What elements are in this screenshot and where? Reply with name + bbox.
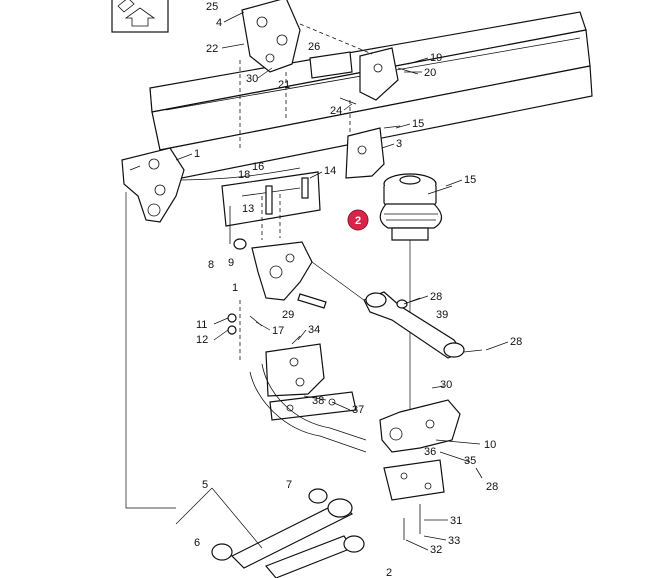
callout-34: 34 <box>308 324 320 336</box>
callout-12: 12 <box>196 334 208 346</box>
callout-1b: 1 <box>232 282 238 294</box>
callout-28c: 28 <box>486 481 498 493</box>
axle-plate-assembly <box>249 343 367 453</box>
center-bracket <box>227 238 373 360</box>
callout-38: 38 <box>312 395 324 407</box>
torque-rod-part-39 <box>363 291 465 359</box>
callout-18: 18 <box>238 169 250 181</box>
callout-13: 13 <box>242 203 254 215</box>
lower-torque-rods <box>125 487 365 578</box>
callout-10: 10 <box>484 439 496 451</box>
callout-2: 2 <box>386 567 392 578</box>
up-arrow-in-box-icon <box>117 0 156 27</box>
callout-3: 3 <box>396 138 402 150</box>
leader-lines <box>175 11 509 551</box>
callout-30b: 30 <box>440 379 452 391</box>
bracket-part-1 <box>121 147 185 500</box>
callout-5: 5 <box>202 479 208 491</box>
callout-24: 24 <box>330 105 342 117</box>
callout-6: 6 <box>194 537 200 549</box>
callout-15b: 15 <box>464 174 476 186</box>
lower-bracket-assembly <box>379 399 481 501</box>
callout-28b: 28 <box>510 336 522 348</box>
callout-labels: 25 4 22 26 30 21 19 20 24 15 3 1 16 18 1… <box>194 1 522 578</box>
callout-33: 33 <box>448 535 460 547</box>
fasteners <box>249 67 483 540</box>
callout-26: 26 <box>308 41 320 53</box>
callout-8: 8 <box>208 259 214 271</box>
callout-29: 29 <box>282 309 294 321</box>
callout-16: 16 <box>252 161 264 173</box>
callout-20: 20 <box>424 67 436 79</box>
callout-32: 32 <box>430 544 442 556</box>
bracket-part-3 <box>345 127 385 179</box>
callout-17: 17 <box>272 325 284 337</box>
callout-19: 19 <box>430 52 442 64</box>
mount-plate <box>221 171 321 244</box>
callout-25: 25 <box>206 1 218 13</box>
callout-14: 14 <box>324 165 336 177</box>
callout-30a: 30 <box>246 73 258 85</box>
callout-28a: 28 <box>430 291 442 303</box>
nav-box[interactable] <box>111 0 169 33</box>
callout-37: 37 <box>352 404 364 416</box>
callout-15a: 15 <box>412 118 424 130</box>
callout-9: 9 <box>228 257 234 269</box>
air-spring-part-2[interactable] <box>379 173 443 410</box>
highlight-label: 2 <box>355 215 361 227</box>
callout-4: 4 <box>216 17 222 29</box>
callout-35: 35 <box>464 455 476 467</box>
callout-31: 31 <box>450 515 462 527</box>
callout-36: 36 <box>424 446 436 458</box>
callout-21: 21 <box>278 79 290 91</box>
highlight-badge-part-2[interactable]: 2 <box>347 209 369 231</box>
upper-bracket-assembly <box>239 0 399 150</box>
callout-39: 39 <box>436 309 448 321</box>
callout-11: 11 <box>196 319 207 331</box>
callout-22: 22 <box>206 43 218 55</box>
callout-1: 1 <box>194 148 200 160</box>
callout-7: 7 <box>286 479 292 491</box>
